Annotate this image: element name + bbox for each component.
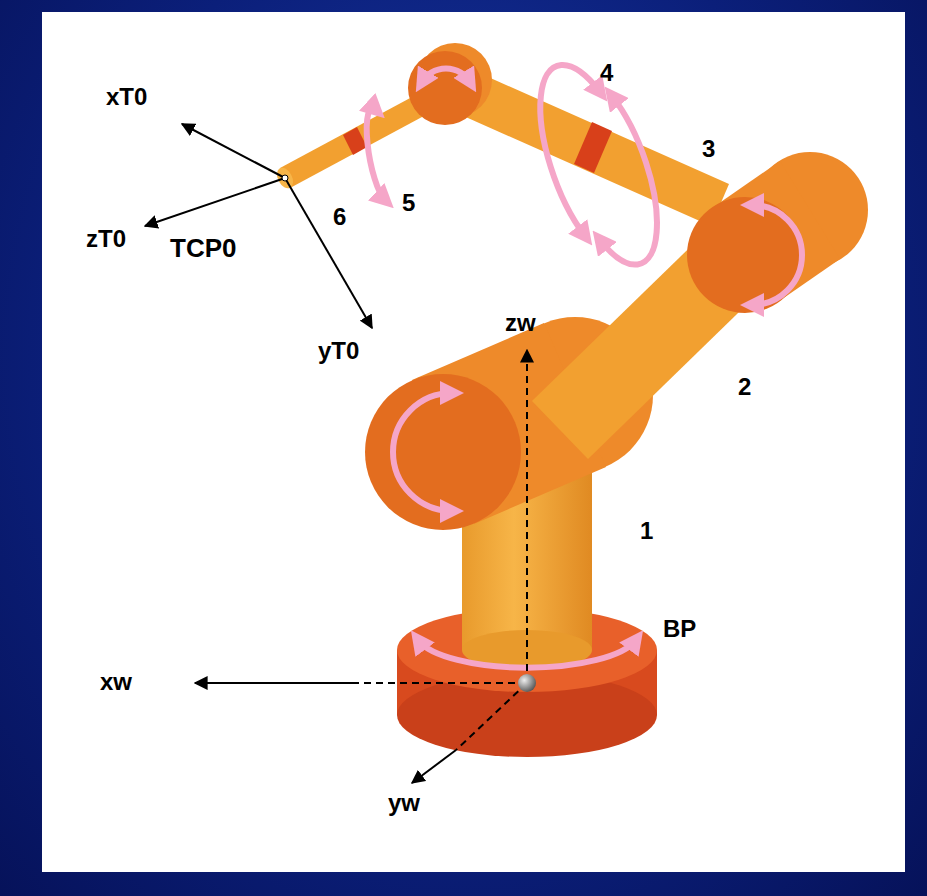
callout-label: 1 xyxy=(640,518,653,544)
callout-label: 4 xyxy=(600,60,613,86)
callout-label: xw xyxy=(100,669,132,695)
callout-label: xT0 xyxy=(106,84,147,110)
callout-label: 5 xyxy=(402,190,415,216)
callout-label: BP xyxy=(663,616,696,642)
callout-label: TCP0 xyxy=(170,234,236,263)
callout-label: 6 xyxy=(333,204,346,230)
callout-label: 2 xyxy=(738,374,751,400)
callout-label: yT0 xyxy=(318,338,359,364)
callout-label: yw xyxy=(388,790,420,816)
callout-label: zT0 xyxy=(86,226,126,252)
callout-label: zw xyxy=(505,310,536,336)
callout-label: 3 xyxy=(702,136,715,162)
